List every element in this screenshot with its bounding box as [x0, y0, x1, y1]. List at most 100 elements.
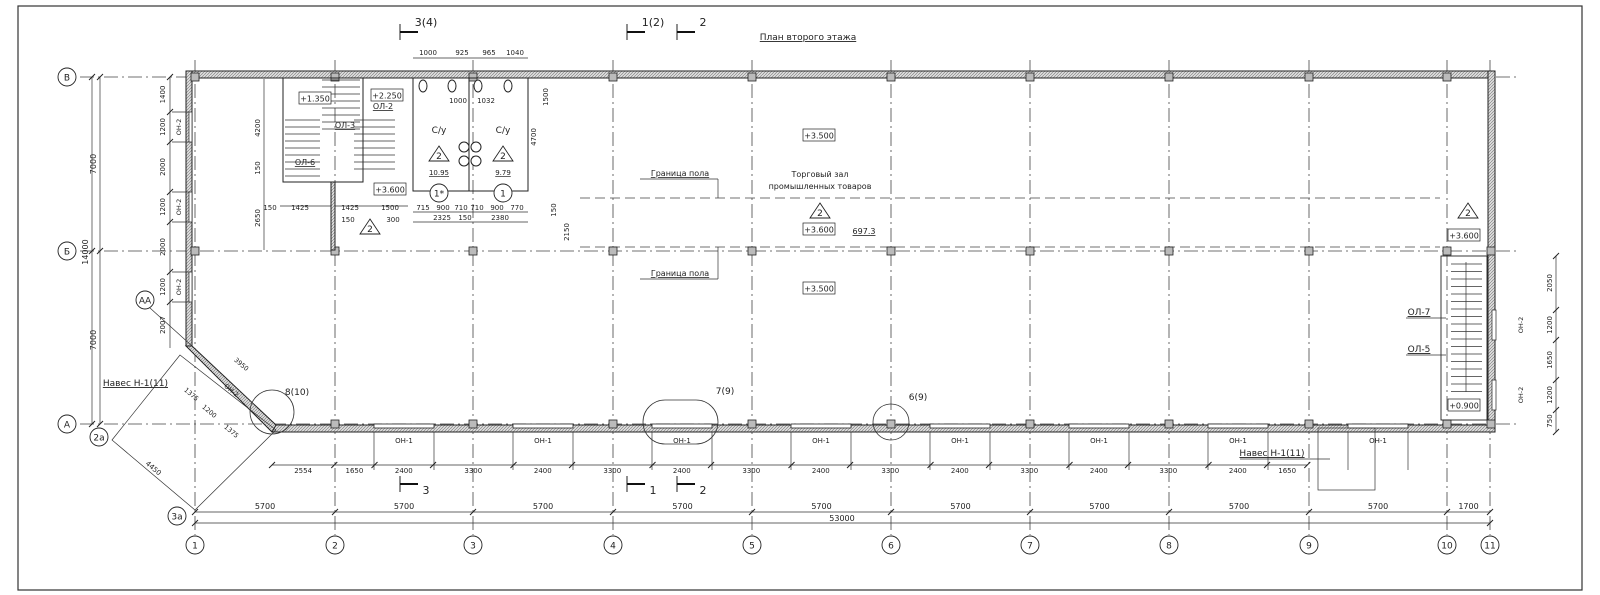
level-box — [802, 128, 836, 142]
column — [1025, 419, 1035, 429]
dim-value: 150 — [254, 161, 262, 174]
window-tag: ОН-2 — [175, 119, 183, 136]
dim-value: 1375 — [222, 423, 240, 440]
dim-value: 7000 — [89, 154, 98, 174]
toilet-icon — [503, 79, 513, 93]
column — [1304, 246, 1314, 256]
column — [1304, 419, 1314, 429]
dim-value: 750 — [1546, 414, 1554, 427]
right-stair — [1440, 255, 1488, 421]
dim-value: 2000 — [159, 238, 167, 256]
column — [1486, 246, 1496, 256]
column — [468, 419, 478, 429]
dim-value: 5700 — [1229, 502, 1249, 511]
column — [330, 419, 340, 429]
dim-value: 1425 — [341, 204, 359, 212]
window-tag: ОН-1 — [534, 437, 552, 445]
dim-tick — [330, 461, 338, 469]
window-tag: ОН-2 — [1517, 317, 1525, 334]
dim-tick — [1486, 519, 1494, 527]
dim-value: 5700 — [1089, 502, 1109, 511]
column — [608, 419, 618, 429]
axis-bubble-2-circle — [325, 535, 345, 555]
dim-value: 2050 — [1546, 274, 1554, 292]
axis-bubble-8-circle — [1159, 535, 1179, 555]
window-on-1 — [373, 423, 435, 429]
dim-tick — [1165, 508, 1173, 516]
dim-tick — [707, 461, 715, 469]
dim-tick — [1026, 508, 1034, 516]
dim-value: 150 — [263, 204, 276, 212]
dim-value: 2650 — [254, 209, 262, 227]
axis-bubble-7: 7 — [1027, 542, 1033, 552]
room-tag-triangle — [809, 202, 831, 219]
room-name: Торговый зал — [791, 170, 849, 179]
axis-bubble-4: 4 — [610, 542, 616, 552]
level-mark: +3.600 — [804, 226, 834, 235]
axis-bubble-5: 5 — [749, 542, 755, 552]
stair-label: ОЛ-7 — [1408, 308, 1431, 318]
column — [468, 72, 478, 82]
dim-value: 150 — [550, 203, 558, 216]
wall-stair — [330, 181, 336, 251]
column — [1486, 419, 1496, 429]
dim-total: 14000 — [81, 239, 90, 264]
dim-value: 2150 — [563, 223, 571, 241]
dim-tick — [88, 420, 96, 428]
dim-value: 3300 — [1159, 467, 1177, 475]
column — [886, 72, 896, 82]
window-tag: ОН-1 — [395, 437, 413, 445]
stair-label: ОЛ-5 — [1408, 345, 1431, 355]
dim-tick — [510, 461, 517, 469]
canopy-outline — [111, 354, 277, 511]
dim-value: 1200 — [1546, 316, 1554, 334]
column — [1442, 246, 1452, 256]
dim-tick — [166, 108, 174, 116]
window-on-1 — [790, 423, 852, 429]
dim-value: 1650 — [1278, 467, 1296, 475]
callout-circle — [249, 389, 295, 435]
dim-value: 7000 — [89, 330, 98, 350]
room-tag: 2 — [1465, 209, 1471, 219]
window-tag: ОН-1 — [1090, 437, 1108, 445]
axis-bubble-6: 6 — [888, 542, 894, 552]
axis-bubble-1-circle — [185, 535, 205, 555]
dim-tick — [788, 461, 795, 469]
column — [886, 246, 896, 256]
dim-value: 2380 — [491, 214, 509, 222]
dim-tick — [96, 247, 104, 255]
leader — [149, 307, 193, 347]
axis-bubble-1: 1 — [192, 542, 198, 552]
column — [1164, 419, 1174, 429]
dim-value: 1032 — [477, 97, 495, 105]
dim-tick — [846, 461, 854, 469]
axis-bubble-7-circle — [1020, 535, 1040, 555]
room-tag-triangle — [428, 145, 450, 162]
column — [330, 72, 340, 82]
dim-value: 3300 — [881, 467, 899, 475]
dim-tick — [191, 508, 199, 516]
column — [190, 72, 200, 82]
dim-tick — [1552, 428, 1560, 436]
axis-bubble-row-1-circle — [57, 241, 77, 261]
column — [1164, 246, 1174, 256]
axis-bubble-11-circle — [1480, 535, 1500, 555]
dim-tick — [649, 461, 656, 469]
window-on-2 — [188, 271, 193, 303]
dim-value: 3950 — [232, 356, 250, 373]
dim-value: 710 — [470, 204, 483, 212]
section-label: 3 — [423, 484, 430, 497]
dim-tick — [1205, 461, 1212, 469]
axis-bubble-11: 11 — [1484, 542, 1495, 552]
axis-bubble-3: 3 — [470, 542, 476, 552]
room-tag-triangle — [359, 218, 381, 235]
section-label: 1 — [650, 484, 657, 497]
dim-tick — [268, 461, 276, 469]
dim-tick — [88, 73, 96, 81]
wall-diagonal — [184, 345, 277, 433]
column — [1442, 419, 1452, 429]
level-mark: +3.600 — [375, 186, 405, 195]
axis-bubble-4-circle — [603, 535, 623, 555]
level-box — [370, 88, 404, 102]
